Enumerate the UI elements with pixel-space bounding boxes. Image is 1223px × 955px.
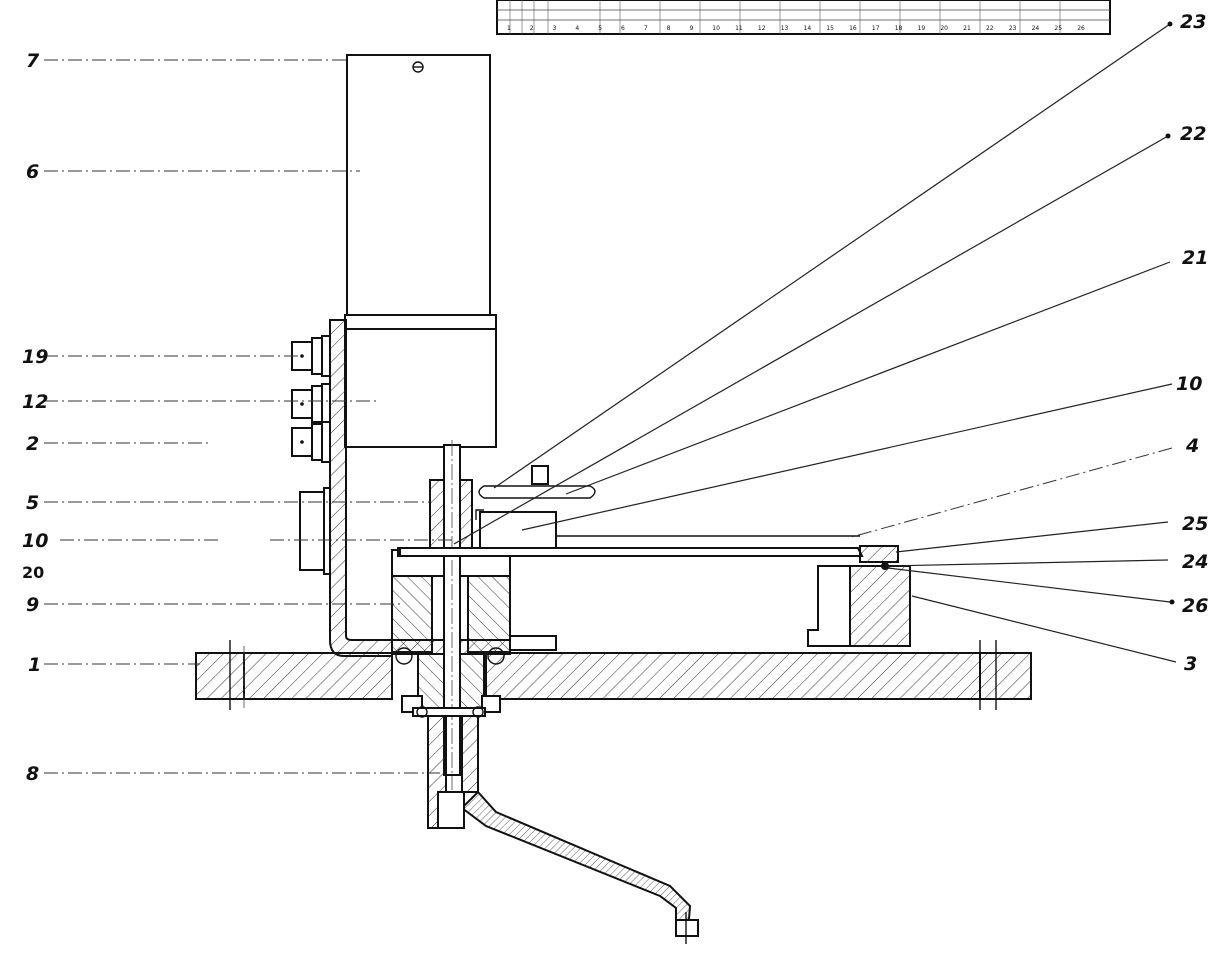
table-row-number: 11	[735, 25, 743, 32]
table-row-number: 17	[872, 25, 880, 32]
label-8: 8	[26, 763, 39, 785]
table-row-number: 14	[804, 25, 812, 32]
table-row-number: 7	[644, 25, 648, 32]
table-row-number: 26	[1077, 25, 1085, 32]
label-19: 19	[22, 346, 48, 368]
label-23: 23	[1180, 11, 1206, 33]
leader-lines-left	[44, 59, 454, 774]
label-2: 2	[26, 433, 39, 455]
table-row-number: 5	[598, 25, 602, 32]
label-1: 1	[28, 654, 41, 676]
connector-plugs	[291, 335, 331, 575]
label-24: 24	[1182, 551, 1208, 573]
motor-assembly	[344, 54, 497, 448]
shaft	[443, 440, 461, 790]
table-row-number: 9	[689, 25, 693, 32]
table-row-number: 3	[553, 25, 557, 32]
table-row-number: 22	[986, 25, 994, 32]
table-row-number: 18	[895, 25, 903, 32]
label-20: 20	[22, 563, 44, 582]
label-9: 9	[26, 594, 39, 616]
leader-lines-right	[453, 21, 1177, 663]
table-row-number: 6	[621, 25, 625, 32]
label-6: 6	[26, 161, 39, 183]
part-labels: 7 6 19 12 2 5 10 20 9 1 8 23 22 21 10 4 …	[22, 11, 1208, 785]
table-row-number: 15	[826, 25, 834, 32]
label-4: 4	[1185, 435, 1199, 457]
table-row-number: 13	[781, 25, 789, 32]
table-row-number: 24	[1032, 25, 1040, 32]
table-row-number: 2	[530, 25, 534, 32]
outlet-pipe	[412, 706, 699, 944]
table-row-number: 19	[918, 25, 926, 32]
label-25: 25	[1182, 513, 1208, 535]
label-5: 5	[26, 492, 39, 514]
table-row-number: 20	[940, 25, 948, 32]
table-row-number: 12	[758, 25, 766, 32]
table-row-number: 23	[1009, 25, 1017, 32]
label-3: 3	[1184, 653, 1197, 675]
table-row-number: 8	[667, 25, 671, 32]
table-row-number: 25	[1054, 25, 1062, 32]
label-12: 12	[22, 391, 48, 413]
label-7: 7	[26, 50, 40, 72]
table-row-number: 10	[712, 25, 720, 32]
table-row-number: 4	[575, 25, 579, 32]
label-21: 21	[1182, 247, 1208, 269]
label-10-right: 10	[1176, 373, 1202, 395]
label-22: 22	[1180, 123, 1206, 145]
support-block	[807, 545, 911, 647]
table-row-number: 1	[507, 25, 511, 32]
label-10-left: 10	[22, 530, 48, 552]
base-plate	[195, 640, 1032, 710]
table-row-number: 16	[849, 25, 857, 32]
table-row-number: 21	[963, 25, 971, 32]
label-26: 26	[1182, 595, 1208, 617]
